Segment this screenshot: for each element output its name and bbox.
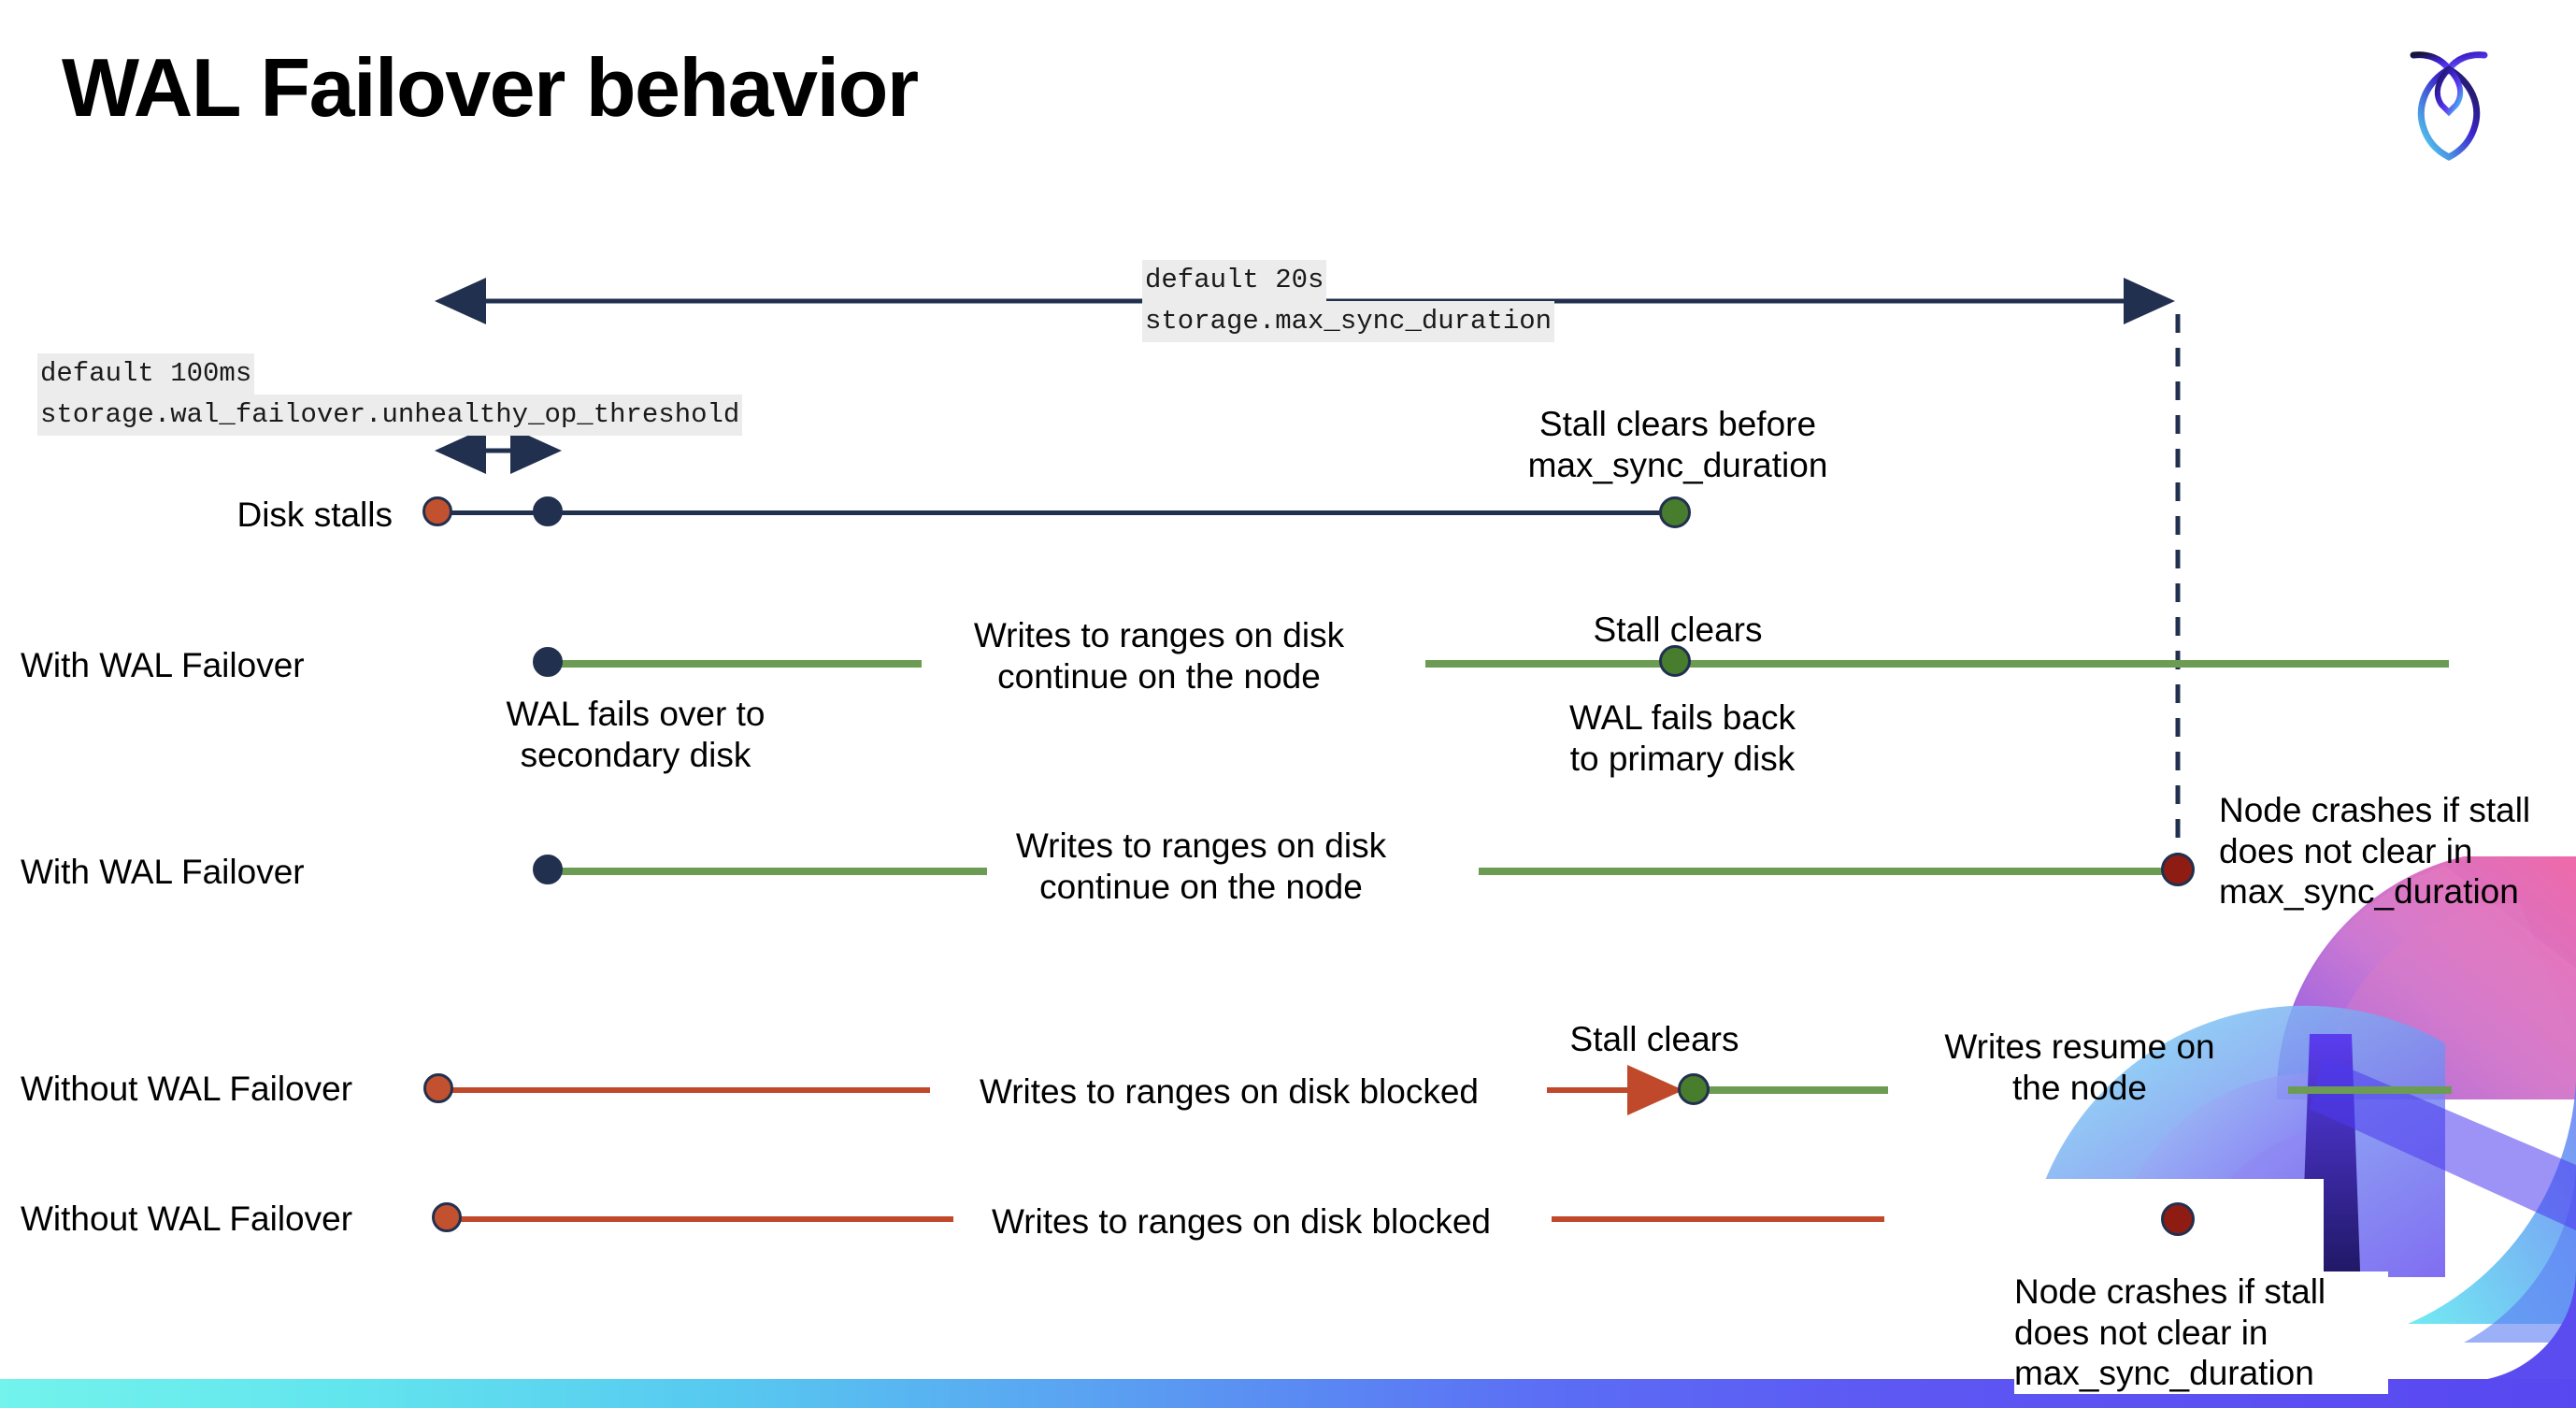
segment-wal-failover-1-right <box>1425 660 2449 668</box>
note-wal-fails-back: WAL fails back to primary disk <box>1569 698 1796 778</box>
note-writes-resume: Writes resume on the node <box>1944 1027 2215 1107</box>
segment-without-wal-1-green-far <box>2288 1086 2452 1094</box>
row-label-without-wal-failover-1: Without WAL Failover <box>21 1070 353 1108</box>
note-writes-blocked-2: Writes to ranges on disk blocked <box>991 1202 1492 1241</box>
row-label-disk-stalls: Disk stalls <box>236 496 393 534</box>
segment-without-wal-1-red <box>439 1087 930 1093</box>
marker-stall-begin-without-1 <box>423 1073 453 1103</box>
marker-stall-begin <box>422 496 452 526</box>
note-stall-clears-before-max-sync: Stall clears before max_sync_duration <box>1527 405 1828 484</box>
segment-wal-failover-1-left <box>548 660 922 668</box>
callout-max-sync-duration: default 20s storage.max_sync_duration <box>1142 260 1555 342</box>
marker-stall-clears-disk <box>1659 496 1691 528</box>
callout-unhealthy-op-threshold: default 100ms storage.wal_failover.unhea… <box>37 353 743 436</box>
note-writes-blocked-1: Writes to ranges on disk blocked <box>979 1072 1480 1111</box>
segment-wal-failover-2-left <box>548 868 987 875</box>
callout-max-sync-setting: storage.max_sync_duration <box>1142 301 1555 342</box>
marker-stall-clears-wal-1 <box>1659 645 1691 677</box>
callout-unhealthy-setting: storage.wal_failover.unhealthy_op_thresh… <box>37 395 743 436</box>
note-stall-clears-1: Stall clears <box>1593 611 1763 649</box>
marker-node-crash-1 <box>2161 853 2195 886</box>
segment-without-wal-1-green <box>1687 1086 1888 1094</box>
segment-disk-stalls <box>439 510 1682 515</box>
note-writes-continue-1: Writes to ranges on disk continue on the… <box>973 616 1345 696</box>
note-node-crashes-2: Node crashes if stall does not clear in … <box>2014 1272 2388 1394</box>
segment-wal-failover-2-right <box>1479 868 2170 875</box>
row-label-without-wal-failover-2: Without WAL Failover <box>21 1200 353 1238</box>
marker-unhealthy-threshold <box>533 496 563 526</box>
note-stall-clears-2: Stall clears <box>1569 1020 1739 1058</box>
marker-node-crash-2 <box>2161 1202 2195 1236</box>
callout-unhealthy-default: default 100ms <box>37 353 255 395</box>
note-writes-continue-2: Writes to ranges on disk continue on the… <box>1015 826 1387 906</box>
note-node-crashes-1: Node crashes if stall does not clear in … <box>2219 791 2531 912</box>
marker-stall-clears-without-1 <box>1678 1073 1710 1105</box>
marker-wal-fails-over-1 <box>533 647 563 677</box>
callout-max-sync-default: default 20s <box>1142 260 1327 301</box>
row-label-with-wal-failover-1: With WAL Failover <box>21 646 305 684</box>
marker-wal-fails-over-2 <box>533 855 563 884</box>
segment-without-wal-2-red <box>449 1216 953 1222</box>
note-wal-fails-over: WAL fails over to secondary disk <box>506 695 766 774</box>
row-label-with-wal-failover-2: With WAL Failover <box>21 853 305 891</box>
cockroach-labs-logo-icon <box>2374 28 2524 168</box>
marker-stall-begin-without-2 <box>432 1202 462 1232</box>
page-title: WAL Failover behavior <box>62 41 919 134</box>
